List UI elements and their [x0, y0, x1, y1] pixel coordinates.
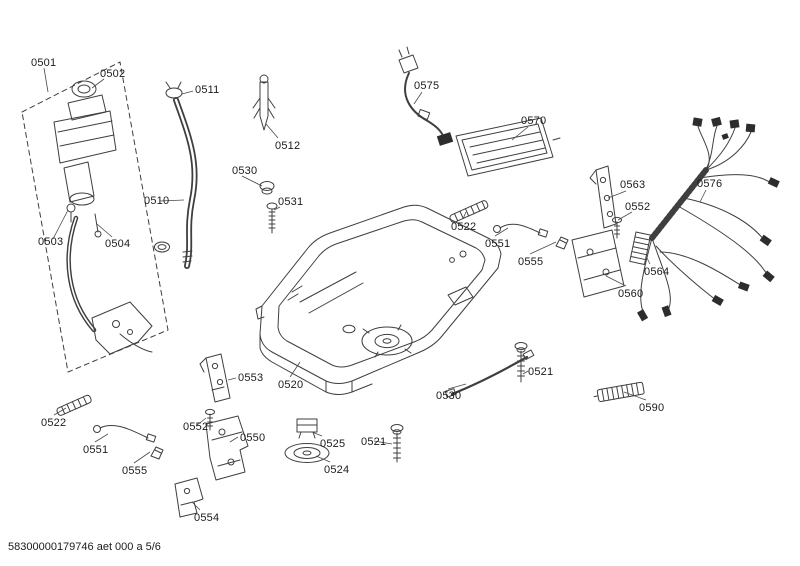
- part-label-0524: 0524: [324, 464, 350, 476]
- part-label-0521-right: 0521: [528, 366, 554, 378]
- part-label-0555-left: 0555: [122, 465, 148, 477]
- part-0554-bracket: [174, 477, 204, 518]
- part-label-0530-bottom: 0530: [436, 390, 462, 402]
- part-0552-screw-left: [205, 408, 215, 431]
- part-0552-screw-right: [612, 216, 622, 239]
- part-label-0522-right: 0522: [451, 221, 477, 233]
- part-label-0570: 0570: [521, 115, 547, 127]
- part-0551-sensor-wire-left: [93, 424, 157, 443]
- part-0564-terminal-block: [629, 231, 652, 265]
- part-label-0551-right: 0551: [485, 238, 511, 250]
- part-label-0555-right: 0555: [518, 256, 544, 268]
- part-label-0525: 0525: [320, 438, 346, 450]
- part-0590-rail: [593, 381, 645, 403]
- part-0524-cover-disc: [284, 443, 330, 463]
- part-label-0551-left: 0551: [83, 444, 109, 456]
- part-label-0576: 0576: [697, 178, 723, 190]
- part-label-0550: 0550: [240, 432, 266, 444]
- o-ring: [154, 241, 170, 253]
- part-0555-clip-right: [555, 236, 569, 250]
- part-label-0552-right: 0552: [625, 201, 651, 213]
- part-label-0564: 0564: [644, 266, 670, 278]
- part-0520-base-tub: [255, 204, 502, 395]
- part-label-0554: 0554: [194, 512, 220, 524]
- part-label-0503: 0503: [38, 236, 64, 248]
- part-0525-clip: [296, 418, 318, 439]
- part-0530-sensor-cable: [444, 349, 535, 398]
- part-0560-mounting-bracket: [571, 229, 625, 298]
- part-label-0520: 0520: [278, 379, 304, 391]
- pump-internal-hose: [66, 215, 97, 333]
- part-0522-threaded-pin-left: [56, 394, 92, 416]
- part-label-0511: 0511: [195, 84, 220, 96]
- part-label-0522-left: 0522: [41, 417, 67, 429]
- part-0563-bracket: [589, 165, 617, 229]
- part-0575-power-cord: [398, 46, 454, 146]
- part-0504-stud: [94, 213, 102, 238]
- part-0521-screw-bottom: [390, 424, 404, 463]
- leader-lines: [43, 67, 707, 511]
- part-0551-sensor-wire-right: [493, 223, 549, 238]
- part-label-0563: 0563: [620, 179, 646, 191]
- part-label-0504: 0504: [105, 238, 131, 250]
- part-label-0575: 0575: [414, 80, 440, 92]
- part-0550-mounting-bracket: [205, 415, 249, 481]
- harness-connectors: [637, 116, 780, 322]
- part-0501-dashed-assembly-box: [21, 61, 169, 373]
- part-0522-threaded-pin-right: [449, 200, 489, 223]
- part-0555-clip-left: [150, 446, 164, 460]
- part-label-0530-top: 0530: [232, 165, 258, 177]
- part-0553-bracket: [199, 353, 231, 403]
- part-0503-valve: [66, 203, 76, 223]
- part-0530-cap: [259, 181, 275, 195]
- part-label-0510: 0510: [144, 195, 170, 207]
- part-label-0502: 0502: [100, 68, 126, 80]
- part-label-0501: 0501: [31, 57, 57, 69]
- part-0570-control-module: [455, 117, 561, 177]
- part-0512-mount-pin: [252, 74, 276, 131]
- part-label-0553: 0553: [238, 372, 264, 384]
- part-0502-pump-assembly: [53, 80, 117, 206]
- part-label-0590: 0590: [639, 402, 665, 414]
- part-label-0560: 0560: [618, 288, 644, 300]
- part-0511-hose-clamp: [165, 81, 183, 99]
- latch-bracket: [91, 301, 153, 355]
- part-label-0531: 0531: [278, 196, 304, 208]
- part-label-0512: 0512: [275, 140, 301, 152]
- document-code: 58300000179746 aet 000 a 5/6: [8, 541, 161, 553]
- part-label-0521-bottom: 0521: [361, 436, 387, 448]
- part-0510-inlet-hose: [173, 97, 198, 269]
- part-0576-wiring-harness: [637, 116, 780, 322]
- part-label-0552-left: 0552: [183, 421, 209, 433]
- part-0531-screw: [266, 202, 278, 234]
